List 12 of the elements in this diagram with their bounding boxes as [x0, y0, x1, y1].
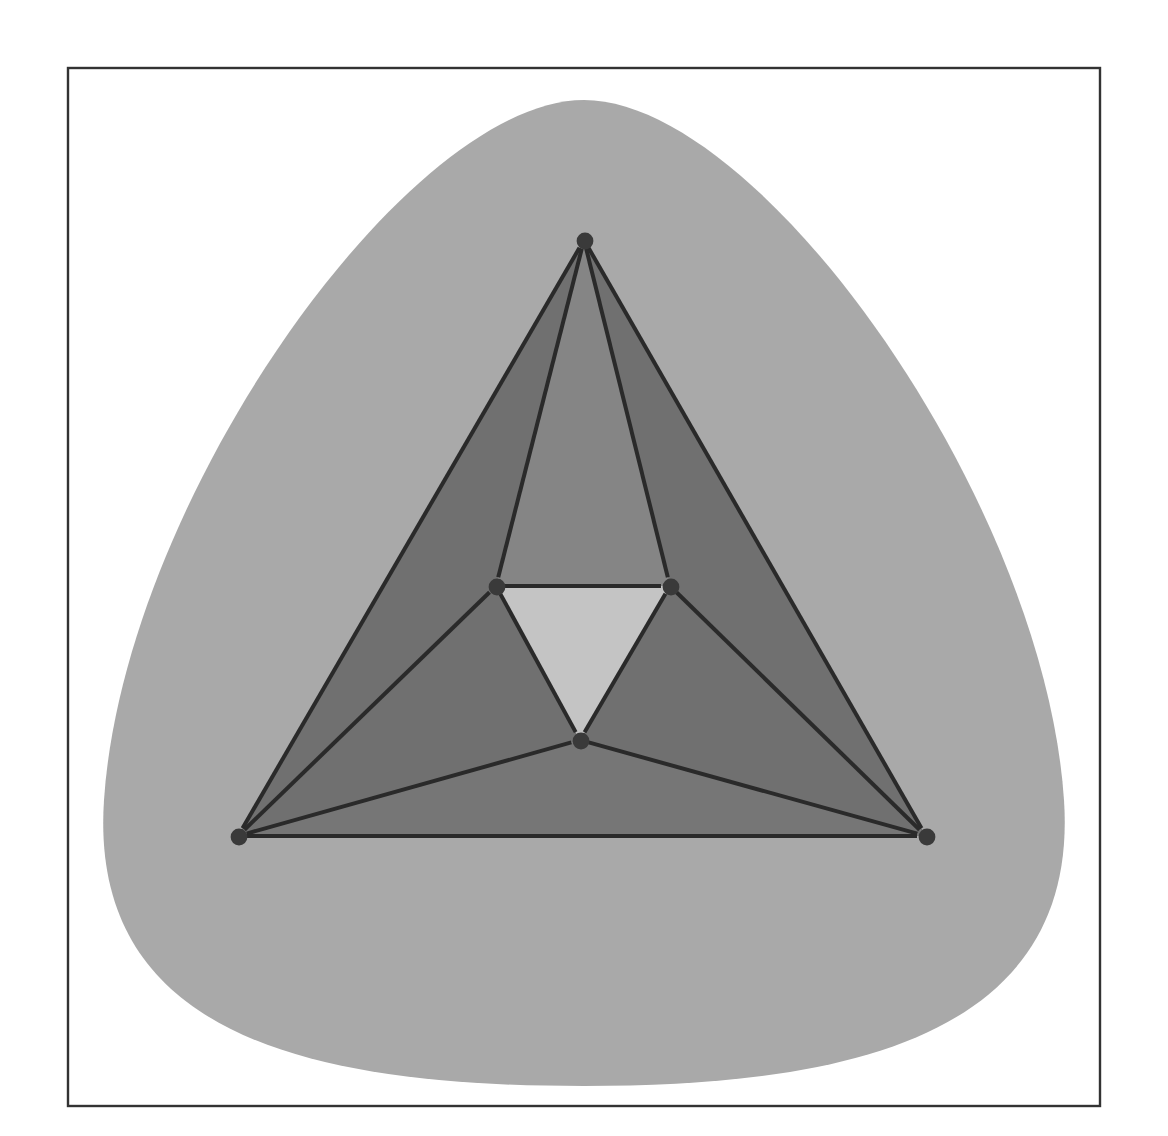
- edge-line: [247, 834, 917, 838]
- edge-line: [582, 592, 668, 734]
- edge-line: [246, 740, 572, 836]
- edge-line: [675, 590, 921, 832]
- edge-line: [505, 584, 661, 588]
- edge-line: [498, 592, 578, 734]
- edge-line: [240, 246, 582, 830]
- edge-line: [584, 248, 670, 578]
- edge-line: [243, 590, 491, 832]
- edge-line: [496, 248, 584, 578]
- edge-line: [586, 246, 924, 830]
- edge-line: [588, 740, 918, 836]
